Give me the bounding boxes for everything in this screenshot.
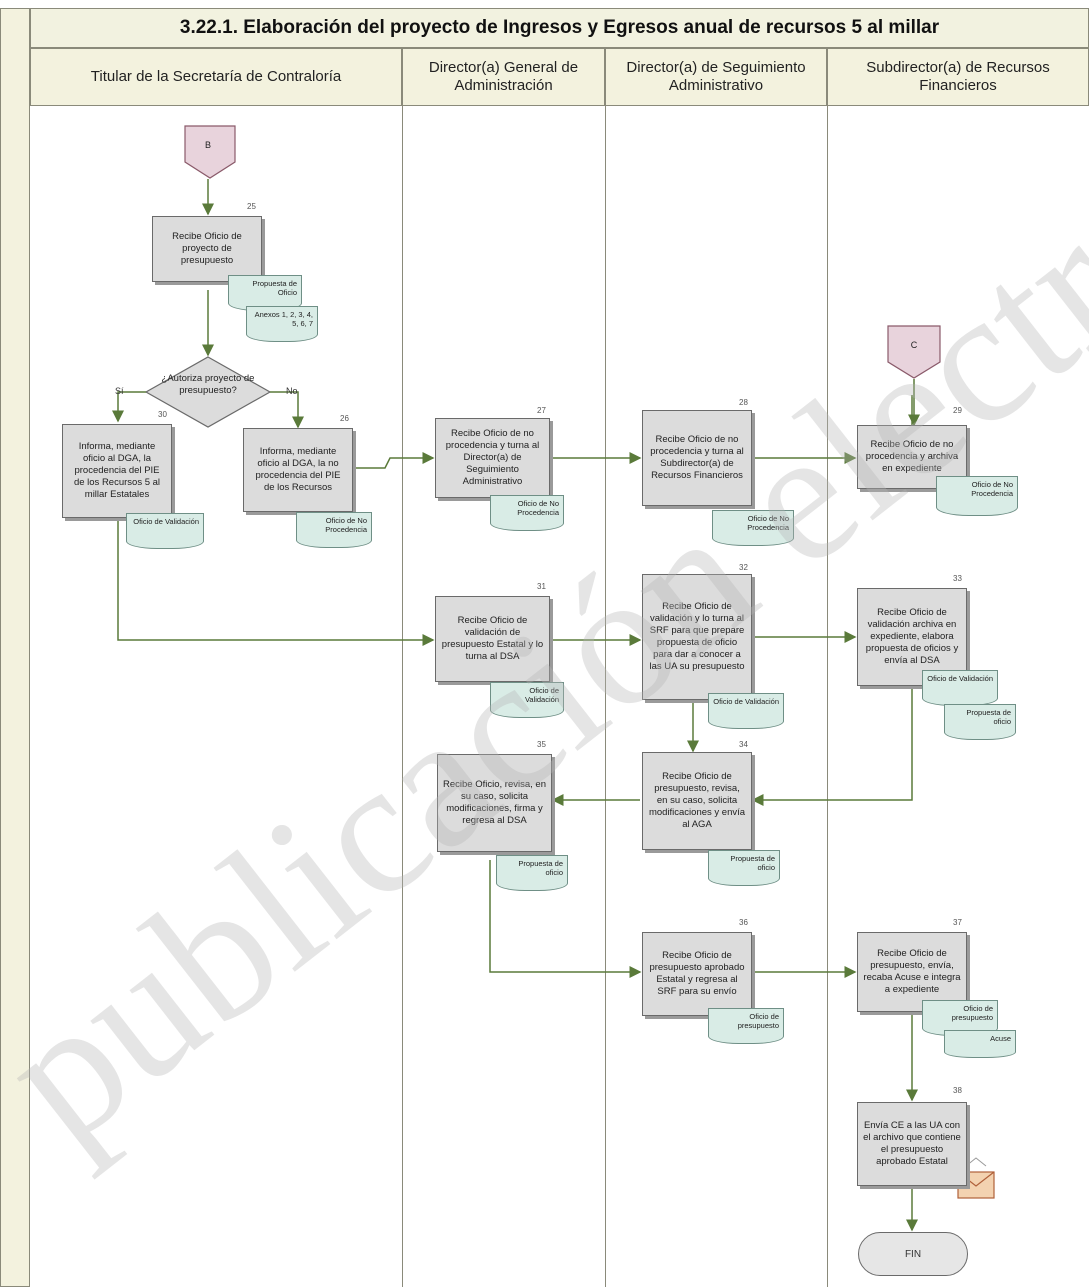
document-icon: Oficio de No Procedencia bbox=[296, 512, 372, 548]
lane-divider-2 bbox=[605, 106, 606, 1287]
step-number: 37 bbox=[953, 918, 962, 927]
step-number: 29 bbox=[953, 406, 962, 415]
document-icon: Propuesta de Oficio bbox=[228, 275, 302, 311]
step-number: 28 bbox=[739, 398, 748, 407]
step-30-box: Informa, mediante oficio al DGA, la proc… bbox=[62, 424, 172, 518]
document-icon: Oficio de Validación bbox=[490, 682, 564, 718]
connector-b-label: B bbox=[204, 140, 211, 150]
step-number: 30 bbox=[158, 410, 167, 419]
email-envelope-icon bbox=[957, 1157, 995, 1199]
step-number: 25 bbox=[247, 202, 256, 211]
document-icon: Oficio de Validación bbox=[708, 693, 784, 729]
document-icon: Oficio de Validación bbox=[922, 670, 998, 706]
step-number: 38 bbox=[953, 1086, 962, 1095]
left-strip bbox=[0, 8, 30, 1287]
document-icon: Oficio de No Procedencia bbox=[490, 495, 564, 531]
step-number: 26 bbox=[340, 414, 349, 423]
step-27-box: Recibe Oficio de no procedencia y turna … bbox=[435, 418, 550, 498]
document-icon: Anexos 1, 2, 3, 4, 5, 6, 7 bbox=[246, 306, 318, 342]
diagram-title: 3.22.1. Elaboración del proyecto de Ingr… bbox=[30, 8, 1089, 48]
step-34-box: Recibe Oficio de presupuesto, revisa, en… bbox=[642, 752, 752, 850]
connector-c-label: C bbox=[910, 340, 918, 350]
document-icon: Oficio de No Procedencia bbox=[936, 476, 1018, 516]
step-35-box: Recibe Oficio, revisa, en su caso, solic… bbox=[437, 754, 552, 852]
step-number: 32 bbox=[739, 563, 748, 572]
step-31-box: Recibe Oficio de validación de presupues… bbox=[435, 596, 550, 682]
lane-header-dga: Director(a) General de Administración bbox=[402, 48, 605, 106]
document-icon: Acuse bbox=[944, 1030, 1016, 1058]
lane-header-srf: Subdirector(a) de Recursos Financieros bbox=[827, 48, 1089, 106]
lane-divider-3 bbox=[827, 106, 828, 1287]
document-icon: Oficio de No Procedencia bbox=[712, 510, 794, 546]
step-37-box: Recibe Oficio de presupuesto, envía, rec… bbox=[857, 932, 967, 1012]
offpage-connector-c bbox=[887, 325, 941, 379]
decision-no-label: No bbox=[286, 386, 298, 396]
step-36-box: Recibe Oficio de presupuesto aprobado Es… bbox=[642, 932, 752, 1016]
step-number: 34 bbox=[739, 740, 748, 749]
document-icon: Propuesta de oficio bbox=[496, 855, 568, 891]
document-icon: Oficio de presupuesto bbox=[708, 1008, 784, 1044]
step-number: 35 bbox=[537, 740, 546, 749]
lane-header-dsa: Director(a) de Seguimiento Administrativ… bbox=[605, 48, 827, 106]
decision-diamond bbox=[144, 356, 272, 428]
step-number: 31 bbox=[537, 582, 546, 591]
decision-yes-label: Sí bbox=[115, 386, 124, 396]
document-icon: Propuesta de oficio bbox=[944, 704, 1016, 740]
step-33-box: Recibe Oficio de validación archiva en e… bbox=[857, 588, 967, 686]
step-25-box: Recibe Oficio de proyecto de presupuesto bbox=[152, 216, 262, 282]
step-26-box: Informa, mediante oficio al DGA, la no p… bbox=[243, 428, 353, 512]
step-28-box: Recibe Oficio de no procedencia y turna … bbox=[642, 410, 752, 506]
step-number: 33 bbox=[953, 574, 962, 583]
step-number: 27 bbox=[537, 406, 546, 415]
end-terminal: FIN bbox=[858, 1232, 968, 1276]
step-32-box: Recibe Oficio de validación y lo turna a… bbox=[642, 574, 752, 700]
lane-divider-1 bbox=[402, 106, 403, 1287]
step-38-box: Envía CE a las UA con el archivo que con… bbox=[857, 1102, 967, 1186]
offpage-connector-b bbox=[184, 125, 236, 179]
lane-header-titular: Titular de la Secretaría de Contraloría bbox=[30, 48, 402, 106]
decision-text: ¿Autoriza proyecto de presupuesto? bbox=[161, 373, 255, 396]
document-icon: Oficio de Validación bbox=[126, 513, 204, 549]
step-number: 36 bbox=[739, 918, 748, 927]
document-icon: Propuesta de oficio bbox=[708, 850, 780, 886]
